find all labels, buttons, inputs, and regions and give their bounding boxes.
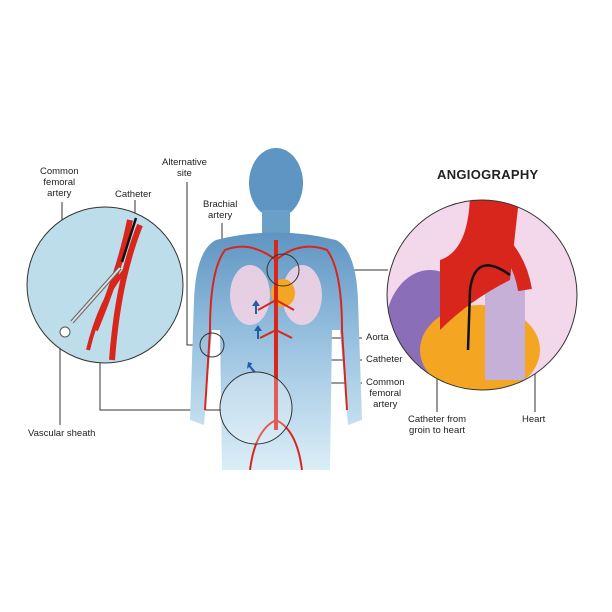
label-line: Brachial [203, 199, 238, 210]
label-line: artery [373, 399, 398, 410]
label-line: groin to heart [409, 425, 466, 436]
label-line: femoral [369, 388, 402, 399]
label-catheter-left: Catheter [115, 189, 152, 200]
label-line: site [177, 168, 192, 179]
label-line: femoral [43, 177, 76, 188]
label-brachial-artery: Brachial artery [203, 199, 237, 221]
label-catheter-from-groin: Catheter from groin to heart [408, 414, 466, 436]
heart-zoom-circle [386, 199, 578, 391]
alternative-site-marker [199, 332, 225, 358]
flow-arrows-icon [247, 300, 262, 373]
label-line: Catheter from [408, 414, 467, 425]
label-line: artery [47, 188, 72, 199]
arteries [204, 240, 348, 471]
label-line: artery [208, 210, 233, 221]
label-alternative-site: Alternative site [162, 157, 207, 179]
label-common-femoral-artery-right: Common femoral artery [366, 377, 405, 410]
label-line: Common [40, 166, 79, 177]
label-aorta: Aorta [366, 332, 389, 343]
label-line: Common [366, 377, 405, 388]
femoral-zoom-circle [26, 206, 184, 364]
label-heart: Heart [522, 414, 546, 425]
heart-marker [266, 253, 300, 287]
label-vascular-sheath: Vascular sheath [28, 428, 96, 439]
groin-marker [219, 371, 293, 445]
label-common-femoral-artery-left: Common femoral artery [40, 166, 79, 199]
label-catheter-right: Catheter [366, 354, 403, 365]
label-line: Alternative [162, 157, 207, 168]
diagram-title: ANGIOGRAPHY [437, 167, 539, 182]
